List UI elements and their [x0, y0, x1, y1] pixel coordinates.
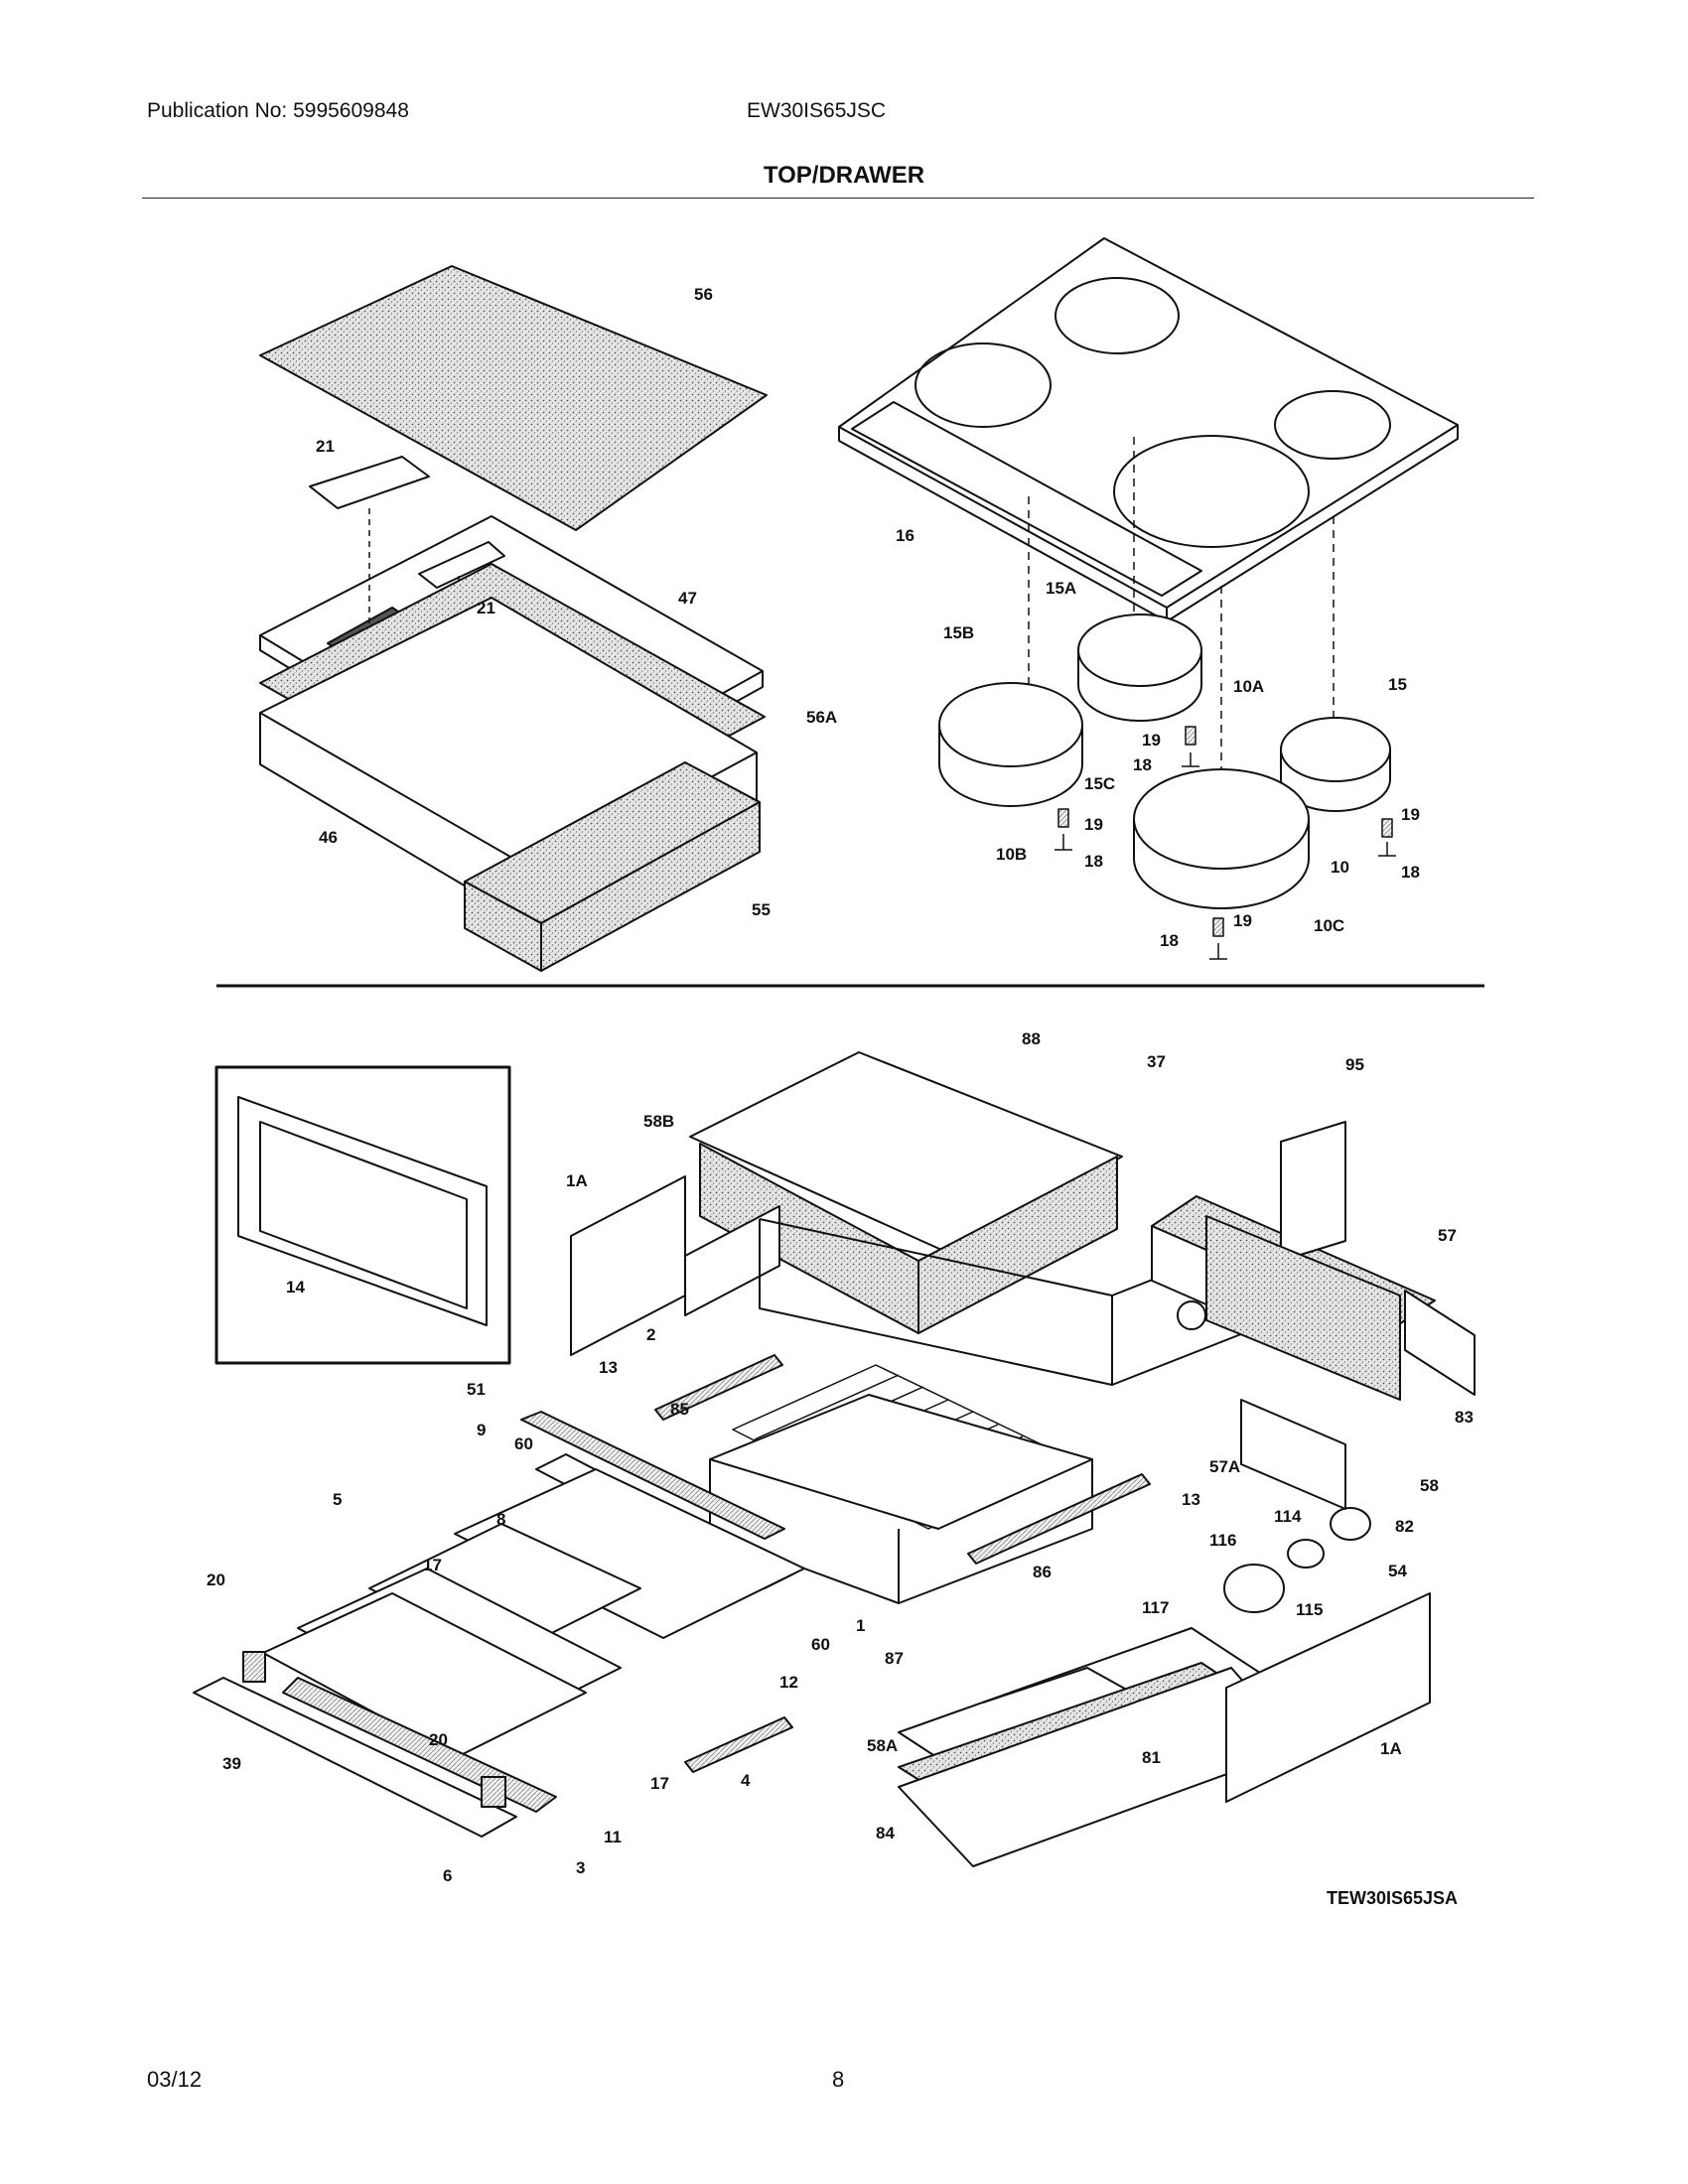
label-17-upper: 17 — [423, 1556, 442, 1574]
label-86: 86 — [1033, 1563, 1052, 1581]
label-56: 56 — [694, 285, 713, 304]
burner-element-15C — [1133, 768, 1310, 909]
header-rule — [142, 198, 1534, 199]
label-83: 83 — [1455, 1408, 1474, 1427]
insulation-pad-56 — [259, 265, 768, 531]
label-95: 95 — [1345, 1055, 1364, 1074]
section-title: TOP/DRAWER — [763, 162, 925, 189]
insulation-58B — [699, 1143, 1118, 1334]
footer-date: 03/12 — [147, 2067, 203, 2092]
label-82: 82 — [1395, 1517, 1414, 1536]
label-15: 15 — [1388, 675, 1407, 694]
label-116: 116 — [1209, 1531, 1236, 1550]
label-18-d: 18 — [1160, 931, 1179, 950]
label-1A-left: 1A — [566, 1171, 588, 1190]
label-10A: 10A — [1233, 677, 1264, 696]
label-19-b: 19 — [1084, 815, 1103, 834]
label-12: 12 — [779, 1673, 798, 1692]
label-21-lower: 21 — [477, 599, 495, 617]
label-17-lower: 17 — [650, 1774, 669, 1793]
insulation-block-55 — [464, 761, 761, 972]
label-18-a: 18 — [1133, 755, 1152, 774]
label-37: 37 — [1147, 1052, 1166, 1071]
label-18-c: 18 — [1401, 863, 1420, 882]
label-84: 84 — [876, 1824, 895, 1843]
label-56A: 56A — [806, 708, 837, 727]
label-58: 58 — [1420, 1476, 1439, 1495]
label-10C: 10C — [1314, 916, 1344, 935]
label-10B: 10B — [996, 845, 1027, 864]
label-16: 16 — [896, 526, 914, 545]
label-13-left: 13 — [599, 1358, 618, 1377]
label-1: 1 — [856, 1616, 865, 1635]
label-15A: 15A — [1046, 579, 1076, 598]
burner-element-15B — [938, 682, 1083, 807]
label-15C: 15C — [1084, 774, 1115, 793]
bracket-2 — [684, 1205, 780, 1316]
label-20-left: 20 — [207, 1570, 225, 1589]
label-115: 115 — [1296, 1600, 1323, 1619]
label-39: 39 — [222, 1754, 241, 1773]
label-8: 8 — [496, 1510, 505, 1529]
model-number: EW30IS65JSC — [747, 99, 887, 122]
label-3: 3 — [576, 1858, 585, 1877]
label-15B: 15B — [943, 623, 974, 642]
label-46: 46 — [319, 828, 338, 847]
label-57: 57 — [1438, 1226, 1457, 1245]
label-60-upper: 60 — [514, 1434, 533, 1453]
bracket-21-upper — [309, 456, 430, 509]
label-10: 10 — [1331, 858, 1349, 877]
label-58B: 58B — [643, 1112, 674, 1131]
drawing-code: TEW30IS65JSA — [1327, 1888, 1458, 1908]
label-60-lower: 60 — [811, 1635, 830, 1654]
label-18-b: 18 — [1084, 852, 1103, 871]
springs-and-screws-18-19 — [1055, 726, 1396, 960]
drawer-front-assembly — [193, 1411, 805, 1838]
glass-cooktop-16 — [838, 237, 1459, 824]
label-21-upper: 21 — [316, 437, 335, 456]
label-19-c: 19 — [1401, 805, 1420, 824]
side-panel-1A-left — [570, 1175, 686, 1356]
label-85: 85 — [670, 1400, 689, 1419]
label-51: 51 — [467, 1380, 486, 1399]
label-2: 2 — [646, 1325, 655, 1344]
publication-number: Publication No: 5995609848 — [147, 99, 409, 122]
label-13-right: 13 — [1182, 1490, 1200, 1509]
label-14: 14 — [286, 1278, 305, 1297]
bake-element-81-and-base — [898, 1507, 1431, 1867]
label-87: 87 — [885, 1649, 904, 1668]
label-88: 88 — [1022, 1029, 1041, 1048]
back-panel-assembly — [1151, 1121, 1476, 1510]
label-19-a: 19 — [1142, 731, 1161, 750]
label-58A: 58A — [867, 1736, 898, 1755]
label-6: 6 — [443, 1866, 452, 1885]
label-20-right: 20 — [429, 1730, 448, 1749]
label-117: 117 — [1142, 1598, 1169, 1617]
label-9: 9 — [477, 1421, 486, 1439]
label-54: 54 — [1388, 1562, 1407, 1580]
label-55: 55 — [752, 900, 771, 919]
burner-element-15A — [1077, 614, 1202, 722]
label-11: 11 — [604, 1828, 622, 1846]
label-114: 114 — [1274, 1507, 1302, 1526]
label-47: 47 — [678, 589, 697, 608]
drawer-top-88 — [689, 1051, 1123, 1254]
drawer-slides-13 — [654, 1354, 1151, 1773]
label-81: 81 — [1142, 1748, 1161, 1767]
label-19-d: 19 — [1233, 911, 1252, 930]
page-number: 8 — [832, 2067, 845, 2092]
label-4: 4 — [741, 1771, 751, 1790]
label-57A: 57A — [1209, 1457, 1240, 1476]
label-1A-right: 1A — [1380, 1739, 1402, 1758]
label-5: 5 — [333, 1490, 342, 1509]
door-gasket-inset-14 — [214, 1065, 511, 1365]
